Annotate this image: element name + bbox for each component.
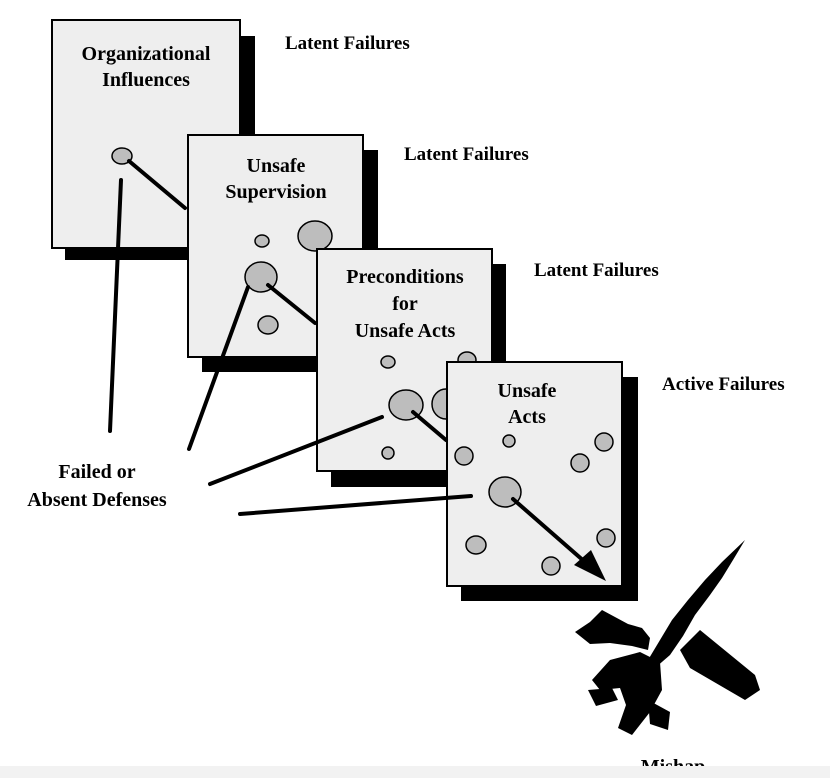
bottom-strip bbox=[0, 766, 830, 778]
failure-label: Latent Failures bbox=[285, 33, 410, 54]
hole bbox=[455, 447, 473, 465]
layer-title-line: Supervision bbox=[225, 181, 326, 203]
failure-label: Latent Failures bbox=[534, 260, 659, 281]
hole bbox=[542, 557, 560, 575]
layer-title-line: Organizational bbox=[82, 43, 211, 65]
failure-label: Latent Failures bbox=[404, 144, 529, 165]
defenses-label-line: Failed or bbox=[58, 461, 135, 483]
layer-unsafe-acts: Unsafe Acts bbox=[447, 362, 638, 601]
layer-title-line: Preconditions bbox=[346, 266, 464, 288]
hole bbox=[258, 316, 278, 334]
hole bbox=[298, 221, 332, 251]
layer-title-line: Unsafe bbox=[247, 155, 306, 177]
layer-title-line: Acts bbox=[508, 406, 546, 428]
hole bbox=[595, 433, 613, 451]
defense-pointer-line bbox=[240, 496, 471, 514]
hole bbox=[382, 447, 394, 459]
hole bbox=[597, 529, 615, 547]
hole bbox=[466, 536, 486, 554]
layer-title-line: Influences bbox=[102, 69, 190, 91]
hole bbox=[255, 235, 269, 247]
failure-label: Active Failures bbox=[662, 374, 785, 395]
layer-title-line: for bbox=[392, 293, 418, 315]
hole bbox=[503, 435, 515, 447]
layer-title-line: Unsafe Acts bbox=[355, 320, 456, 342]
layer-title-line: Unsafe bbox=[498, 380, 557, 402]
hole bbox=[571, 454, 589, 472]
hole bbox=[381, 356, 395, 368]
defenses-label-line: Absent Defenses bbox=[27, 489, 167, 511]
